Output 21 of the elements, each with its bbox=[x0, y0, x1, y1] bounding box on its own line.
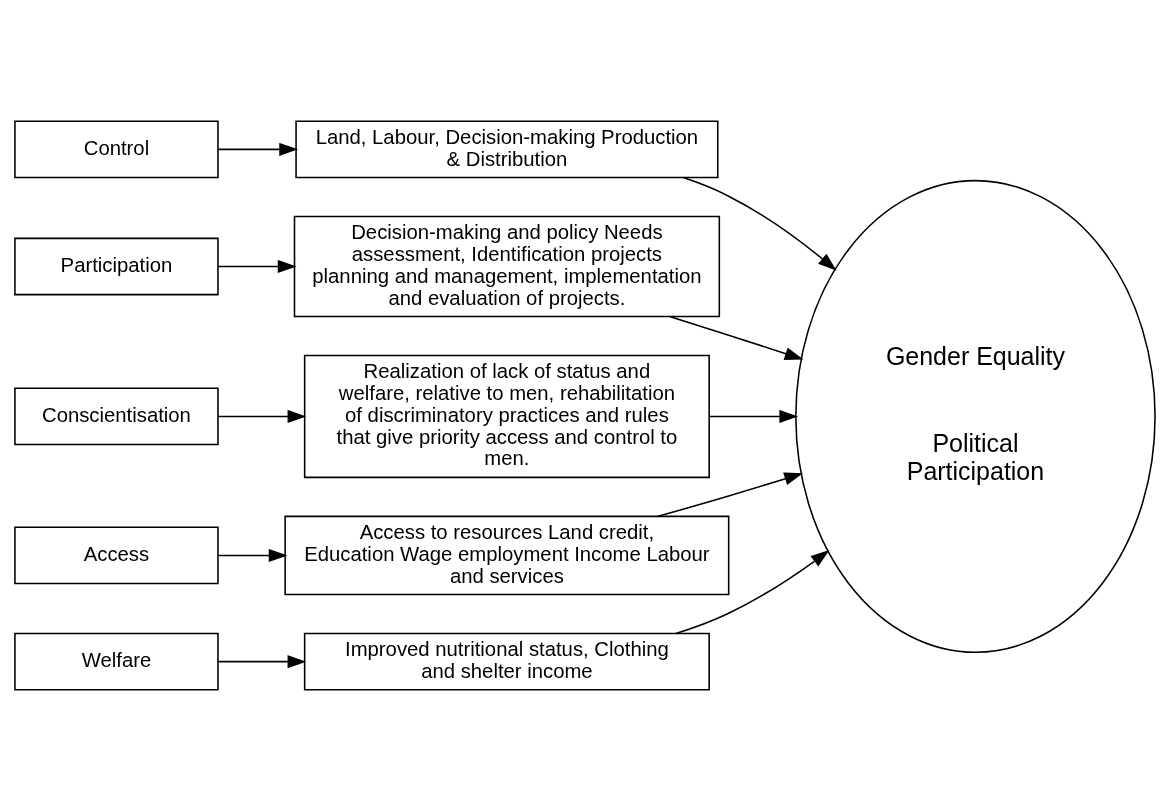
node-box: Participation bbox=[14, 237, 219, 296]
node-ellipse: Gender Equality Political Participation bbox=[795, 179, 1156, 654]
node-box: Land, Labour, Decision-making Production & Distribution bbox=[295, 120, 719, 179]
node-box: Decision-making and policy Needs assessment, Identification projects planning and management, implementation and evaluation of projects. bbox=[293, 215, 721, 318]
node-box: Conscientisation bbox=[14, 387, 219, 446]
arrow bbox=[708, 409, 799, 423]
arrow bbox=[657, 472, 804, 517]
node-box: Access to resources Land credit, Education Wage employment Income Labour and services bbox=[284, 515, 730, 596]
arrow bbox=[217, 548, 288, 562]
arrow bbox=[682, 176, 837, 271]
node-box: Control bbox=[14, 120, 219, 179]
node-box: Access bbox=[14, 526, 219, 585]
arrow bbox=[217, 259, 297, 274]
arrow bbox=[675, 550, 830, 635]
arrow bbox=[217, 409, 307, 423]
arrow bbox=[217, 655, 307, 669]
arrow bbox=[669, 315, 804, 360]
node-box: Welfare bbox=[14, 632, 219, 691]
node-box: Realization of lack of status and welfare, relative to men, rehabilitation of discriminatory practices and rules that give priority access and control to men. bbox=[303, 354, 710, 479]
arrow bbox=[217, 142, 298, 156]
node-box: Improved nutritional status, Clothing and shelter income bbox=[303, 632, 710, 691]
